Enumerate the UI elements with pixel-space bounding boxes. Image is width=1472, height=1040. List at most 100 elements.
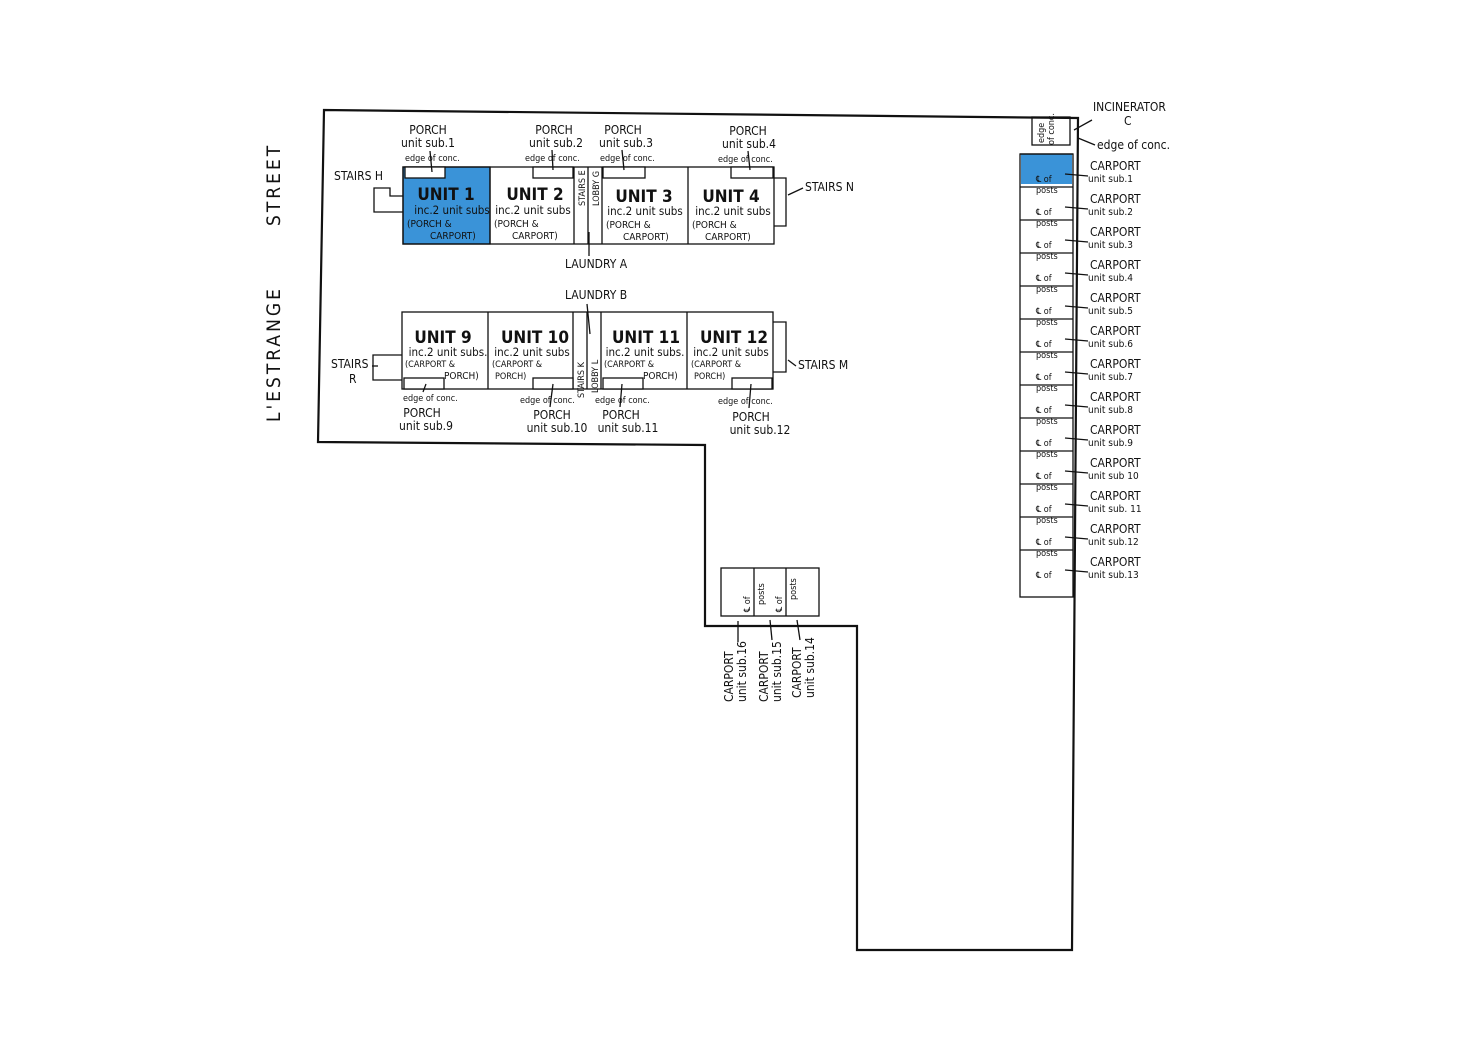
unit-10-label: UNIT 10 inc.2 unit subs (CARPORT & PORCH…	[492, 328, 570, 382]
porch-sub-3: PORCH unit sub.3 edge of conc.	[599, 123, 655, 171]
svg-text:UNIT 2: UNIT 2	[506, 185, 563, 205]
carport-sub-label: unit sub.9	[1088, 438, 1133, 449]
svg-text:PORCH: PORCH	[732, 410, 770, 424]
svg-text:unit sub.16: unit sub.16	[735, 641, 749, 702]
svg-text:CARPORT: CARPORT	[722, 651, 736, 702]
svg-text:CARPORT): CARPORT)	[430, 231, 476, 242]
carport-column-outline	[1019, 153, 1074, 598]
svg-text:PORCH: PORCH	[604, 123, 642, 137]
svg-text:inc.2 unit subs.: inc.2 unit subs.	[606, 345, 685, 359]
svg-text:PORCH: PORCH	[535, 123, 573, 137]
carport-title: CARPORT	[1090, 258, 1141, 272]
svg-text:PORCH: PORCH	[409, 123, 447, 137]
carport-sub-15: CARPORT unit sub.15	[757, 619, 784, 702]
carport-title: CARPORT	[1090, 324, 1141, 338]
post-centre-label: ℄ of	[1036, 274, 1052, 284]
svg-text:PORCH): PORCH)	[444, 371, 479, 382]
svg-text:inc.2 unit subs: inc.2 unit subs	[693, 345, 769, 359]
svg-text:PORCH: PORCH	[602, 408, 640, 422]
post-centre-label: ℄ of	[1036, 538, 1052, 548]
street-name-word1: L'ESTRANGE	[263, 286, 285, 422]
svg-text:edge of conc.: edge of conc.	[718, 397, 773, 407]
svg-text:edge of conc.: edge of conc.	[405, 154, 460, 164]
incinerator: edge of conc. INCINERATOR C edge of conc…	[1031, 100, 1170, 152]
building-top	[373, 166, 787, 245]
svg-text:edge: edge	[1037, 123, 1047, 143]
svg-text:UNIT 11: UNIT 11	[612, 328, 680, 348]
svg-text:(PORCH &: (PORCH &	[494, 219, 539, 230]
svg-text:UNIT 3: UNIT 3	[615, 187, 672, 207]
posts-label: posts	[1036, 450, 1058, 460]
post-centre-label: ℄ of	[1036, 571, 1052, 581]
svg-text:unit sub.14: unit sub.14	[803, 637, 817, 698]
svg-text:unit sub.11: unit sub.11	[598, 421, 659, 435]
stairs-k-label: STAIRS K	[577, 361, 587, 398]
stairs-m-label: STAIRS M	[798, 358, 848, 372]
lobby-l-label: LOBBY L	[591, 359, 601, 393]
carport-sub-label: unit sub.4	[1088, 273, 1133, 284]
svg-text:(PORCH &: (PORCH &	[692, 220, 737, 231]
carport-sub-label: unit sub.2	[1088, 207, 1133, 218]
svg-text:edge of conc.: edge of conc.	[520, 396, 575, 406]
posts-label: posts	[1036, 516, 1058, 526]
posts-label: posts	[1036, 384, 1058, 394]
carport-title: CARPORT	[1090, 390, 1141, 404]
posts-label: posts	[1036, 318, 1058, 328]
porch-sub-9: edge of conc. PORCH unit sub.9	[399, 383, 458, 433]
porch-sub-10: edge of conc. PORCH unit sub.10	[520, 383, 588, 435]
carport-sub-label: unit sub 10	[1088, 471, 1139, 482]
porch-sub-11: edge of conc. PORCH unit sub.11	[595, 383, 659, 435]
post-centre-label: ℄ of	[1036, 208, 1052, 218]
svg-text:unit sub.15: unit sub.15	[770, 641, 784, 702]
posts-label: posts	[1036, 186, 1058, 196]
carport-sub-label: unit sub.8	[1088, 405, 1133, 416]
svg-text:of conc.: of conc.	[1047, 113, 1057, 145]
svg-text:inc.2 unit subs: inc.2 unit subs	[607, 204, 683, 218]
street-name-word2: STREET	[263, 143, 285, 226]
svg-text:CARPORT): CARPORT)	[512, 231, 558, 242]
carport-title: CARPORT	[1090, 357, 1141, 371]
svg-text:UNIT 1: UNIT 1	[417, 185, 474, 205]
svg-text:unit sub.3: unit sub.3	[599, 136, 653, 150]
svg-text:edge of conc.: edge of conc.	[600, 154, 655, 164]
post-centre-label: ℄ of	[1036, 340, 1052, 350]
svg-text:℄ of: ℄ of	[775, 596, 785, 612]
carport-title: CARPORT	[1090, 423, 1141, 437]
svg-text:(PORCH &: (PORCH &	[606, 220, 651, 231]
post-centre-label: ℄ of	[1036, 175, 1052, 185]
posts-label: posts	[1036, 417, 1058, 427]
svg-text:unit sub.12: unit sub.12	[730, 423, 791, 437]
carport-title: CARPORT	[1090, 522, 1141, 536]
porch-sub-2: PORCH unit sub.2 edge of conc.	[525, 123, 583, 171]
carport-title: CARPORT	[1090, 159, 1141, 173]
svg-text:PORCH): PORCH)	[643, 371, 678, 382]
posts-label: posts	[1036, 252, 1058, 262]
svg-text:edge of conc.: edge of conc.	[595, 396, 650, 406]
svg-text:(CARPORT &: (CARPORT &	[492, 360, 543, 370]
carport-sub-label: unit sub.12	[1088, 537, 1139, 548]
svg-text:posts: posts	[789, 578, 799, 600]
stairs-r-label-2: R	[349, 372, 357, 386]
svg-text:UNIT 10: UNIT 10	[501, 328, 569, 348]
site-boundary	[316, 108, 1080, 952]
svg-text:CARPORT: CARPORT	[790, 647, 804, 698]
svg-text:CARPORT): CARPORT)	[623, 232, 669, 243]
carport-sub-14: CARPORT unit sub.14	[790, 619, 817, 698]
svg-text:(CARPORT &: (CARPORT &	[405, 360, 456, 370]
carport-title: CARPORT	[1090, 555, 1141, 569]
post-centre-label: ℄ of	[1036, 241, 1052, 251]
svg-text:posts: posts	[757, 583, 767, 605]
posts-label: posts	[1036, 285, 1058, 295]
carport-sub-label: unit sub. 11	[1088, 504, 1142, 515]
svg-text:(CARPORT &: (CARPORT &	[604, 360, 655, 370]
post-centre-label: ℄ of	[1036, 439, 1052, 449]
carport-sub-label: unit sub.5	[1088, 306, 1133, 317]
